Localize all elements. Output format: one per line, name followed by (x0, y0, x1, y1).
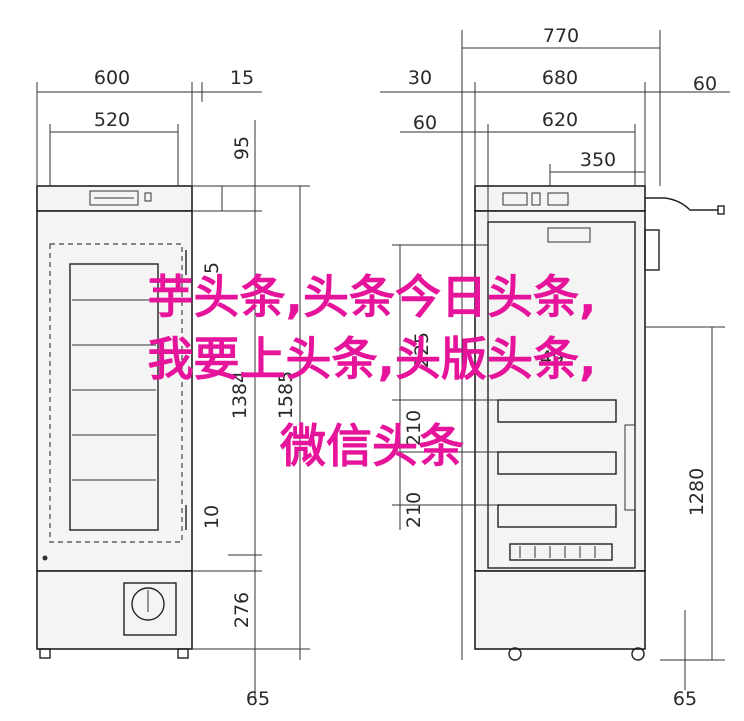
side-view: 770 30 680 60 60 620 350 225 210 210 128… (380, 25, 730, 710)
dim-label-5: 5 (201, 262, 223, 274)
dim-label-65-left: 65 (246, 688, 270, 710)
front-view: 600 15 520 95 5 1384 1585 10 276 65 (36, 67, 310, 710)
caster-icon (508, 647, 522, 661)
dim-label-65-right: 65 (673, 688, 697, 710)
dim-label-210-mid: 210 (403, 410, 425, 446)
front-base (36, 570, 193, 650)
dim-label-49: 49 (540, 347, 564, 369)
interior (487, 221, 636, 569)
fan-unit (547, 227, 591, 243)
drawer (497, 399, 617, 423)
vent-grille (509, 543, 613, 561)
dim-label-1384: 1384 (229, 371, 251, 419)
dim-label-225: 225 (411, 332, 433, 368)
key-switch-icon (144, 192, 152, 202)
foot (39, 648, 51, 659)
side-control-panel (474, 185, 646, 212)
dim-label-620: 620 (542, 109, 578, 131)
dim-label-60-door: 60 (413, 112, 437, 134)
side-base (474, 570, 646, 650)
drawer (497, 504, 617, 528)
dim-label-10: 10 (201, 505, 223, 529)
dim-label-1280: 1280 (686, 468, 708, 516)
dim-label-600: 600 (94, 67, 130, 89)
door-outline (49, 243, 183, 543)
watermark-line-1: 芋头条,头条今日头条, (147, 270, 597, 324)
glass-window (69, 263, 159, 531)
power-cord (645, 197, 718, 211)
dim-label-276: 276 (231, 592, 253, 628)
watermark-line-2: 我要上头条,头版头条, (147, 332, 597, 386)
dim-label-15: 15 (230, 67, 254, 89)
dim-label-95: 95 (231, 136, 253, 160)
recorder-dial-icon (131, 587, 165, 621)
control-display (89, 190, 139, 206)
hinge (644, 229, 660, 271)
chart-recorder (123, 582, 177, 636)
dim-label-680: 680 (542, 67, 578, 89)
dim-label-30: 30 (408, 67, 432, 89)
lock-icon (42, 555, 48, 561)
foot (177, 648, 189, 659)
dim-label-350: 350 (580, 149, 616, 171)
dim-label-210-low: 210 (403, 492, 425, 528)
dim-label-520: 520 (94, 109, 130, 131)
front-body (36, 210, 193, 572)
side-body (474, 210, 646, 572)
side-display (502, 192, 528, 206)
caster-icon (631, 647, 645, 661)
dim-label-60-right: 60 (693, 73, 717, 95)
watermark-line-3: 微信头条 (280, 419, 464, 473)
dim-label-770: 770 (543, 25, 579, 47)
drawer (497, 451, 617, 475)
plug-icon (717, 205, 725, 215)
rear-vent (624, 424, 636, 511)
side-switch-icon (531, 192, 541, 206)
dim-label-1585: 1585 (275, 371, 297, 419)
side-key (547, 192, 569, 206)
